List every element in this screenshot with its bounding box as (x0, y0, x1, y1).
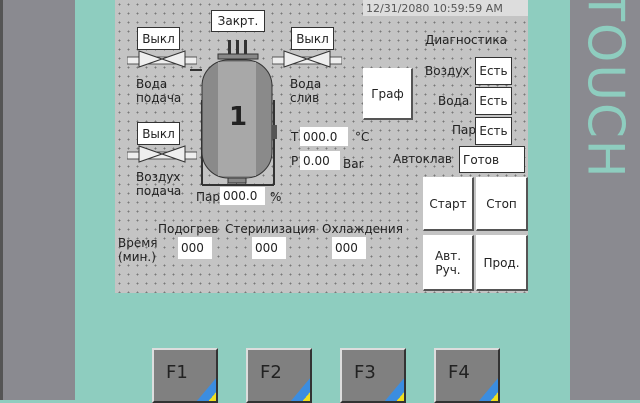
air-inlet-valve-button[interactable]: Выкл (137, 122, 180, 145)
steam-unit: % (270, 190, 282, 204)
diag-steam-label: Пар (452, 123, 476, 137)
valve-icon (127, 50, 197, 68)
steam-value: 000.0 (220, 187, 265, 205)
pressure-label: P (291, 154, 299, 168)
diag-air-status: Есть (475, 57, 512, 85)
diag-steam-status: Есть (475, 117, 512, 145)
time-header-heating: Подогрев (158, 222, 219, 236)
diag-water-status: Есть (475, 87, 512, 115)
valve-icon (127, 145, 197, 163)
next-button[interactable]: Прод. (476, 235, 528, 291)
right-bezel (570, 0, 640, 400)
steam-label: Пар (196, 190, 220, 204)
water-drain-valve-button[interactable]: Выкл (291, 27, 334, 50)
temperature-label: T (291, 130, 299, 144)
start-button[interactable]: Старт (423, 177, 474, 231)
time-header-sterilization: Стерилизация (225, 222, 316, 236)
f1-key[interactable]: F1 (152, 348, 218, 403)
graph-button[interactable]: Граф (363, 68, 413, 120)
auto-label: Авт. (434, 248, 462, 263)
auto-manual-button[interactable]: Авт.Руч. (423, 235, 474, 291)
brand-text: TOUCH (576, 0, 635, 180)
tank-lid-button[interactable]: Закрт. (211, 10, 265, 32)
temperature-value: 000.0 (300, 127, 348, 146)
autoclave-label: Автоклав (393, 152, 452, 166)
hmi-screen: 12/31/2080 10:59:59 AM 1 Закрт. Выкл Вод… (115, 0, 528, 293)
brand-logo: TOUCH (570, 0, 640, 180)
f4-key[interactable]: F4 (434, 348, 500, 403)
time-header-cooling: Охлаждения (322, 222, 403, 236)
pressure-unit: Bar (343, 157, 364, 171)
diag-water-label: Вода (438, 94, 470, 108)
diagnostics-title: Диагностика (425, 33, 508, 47)
f2-key[interactable]: F2 (246, 348, 312, 403)
pressure-value: 0.00 (300, 151, 340, 170)
tank-icon (190, 40, 277, 186)
diag-air-label: Воздух (425, 64, 470, 78)
temperature-unit: °C (355, 130, 370, 144)
autoclave-status: Готов (459, 146, 525, 173)
time-label: Время(мин.) (118, 236, 158, 264)
left-bezel (0, 0, 75, 400)
water-inlet-valve-button[interactable]: Выкл (137, 27, 180, 50)
heating-time-value: 000 (178, 237, 212, 259)
datetime-display: 12/31/2080 10:59:59 AM (363, 0, 528, 16)
cooling-time-value: 000 (332, 237, 366, 259)
tank-number: 1 (229, 102, 248, 132)
sterilization-time-value: 000 (252, 237, 286, 259)
manual-label: Руч. (435, 262, 461, 277)
valve-icon (272, 50, 342, 68)
stop-button[interactable]: Стоп (476, 177, 528, 231)
f3-key[interactable]: F3 (340, 348, 406, 403)
